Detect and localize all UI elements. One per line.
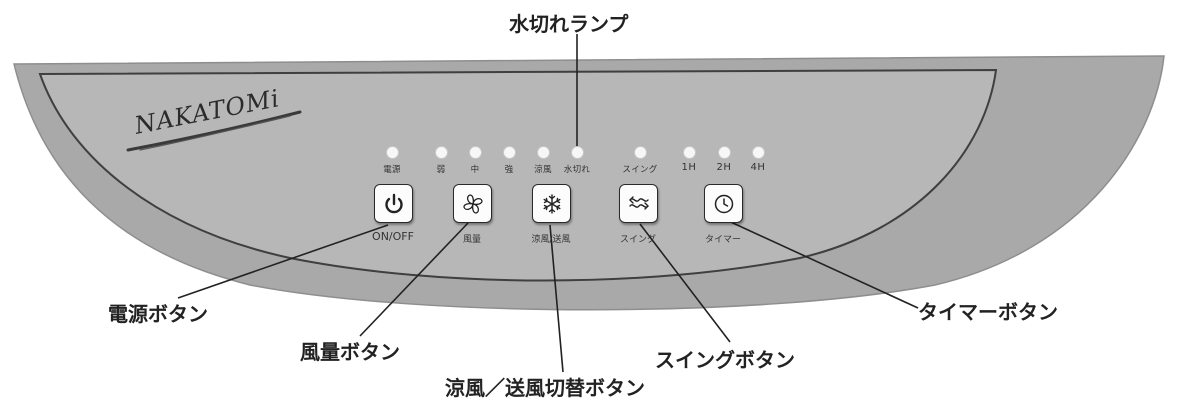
callout-water-lamp: 水切れランプ — [509, 12, 629, 36]
swing-button-label: スイング — [619, 235, 657, 245]
water-out-lamp-label: 水切れ — [563, 165, 591, 175]
leader-timer — [721, 217, 919, 309]
clock-icon — [714, 194, 733, 213]
fan-mid-lamp-label: 中 — [470, 165, 480, 175]
cool-fan-button-label: 涼風/送風 — [531, 235, 571, 245]
snowflake-icon — [542, 193, 560, 214]
callout-cool-button: 涼風／送風切替ボタン — [445, 376, 645, 400]
leader-cool — [549, 224, 564, 373]
leader-swing — [639, 223, 731, 343]
timer-2h-lamp-label: 2H — [716, 162, 732, 173]
fan-strong-lamp-label: 強 — [504, 165, 514, 175]
callout-power-button: 電源ボタン — [108, 302, 208, 326]
leader-power — [177, 224, 389, 299]
timer-button-label: タイマー — [704, 235, 742, 245]
swing-lamp — [634, 146, 647, 159]
power-lamp — [386, 146, 399, 159]
timer-4h-lamp — [752, 146, 765, 159]
leader-fan — [359, 222, 469, 337]
fan-speed-button-label: 風量 — [462, 235, 482, 245]
timer-1h-lamp-label: 1H — [681, 162, 697, 173]
fan-weak-lamp — [435, 146, 448, 159]
timer-button[interactable] — [704, 184, 743, 223]
brand-swoosh — [126, 110, 302, 152]
cool-lamp — [537, 146, 550, 159]
callout-fan-button: 風量ボタン — [300, 340, 400, 364]
swing-icon — [628, 195, 649, 210]
fan-weak-lamp-label: 弱 — [436, 165, 446, 175]
fan-speed-button[interactable] — [453, 184, 492, 223]
cool-lamp-label: 涼風 — [534, 165, 552, 175]
power-icon — [384, 193, 403, 213]
fan-strong-lamp — [503, 146, 516, 159]
timer-2h-lamp — [718, 146, 731, 159]
water-out-lamp — [571, 146, 584, 159]
power-lamp-label: 電源 — [383, 165, 401, 175]
panel-face — [38, 68, 998, 282]
callout-timer-button: タイマーボタン — [918, 300, 1058, 324]
timer-1h-lamp — [683, 146, 696, 159]
power-button-label: ON/OFF — [372, 230, 414, 243]
timer-4h-lamp-label: 4H — [750, 162, 766, 173]
cool-fan-button[interactable] — [532, 184, 571, 223]
fan-icon — [462, 193, 483, 214]
swing-lamp-label: スイング — [622, 165, 658, 175]
fan-mid-lamp — [469, 146, 482, 159]
power-button[interactable] — [374, 184, 413, 223]
swing-button[interactable] — [619, 184, 658, 223]
callout-swing-button: スイングボタン — [655, 348, 795, 372]
